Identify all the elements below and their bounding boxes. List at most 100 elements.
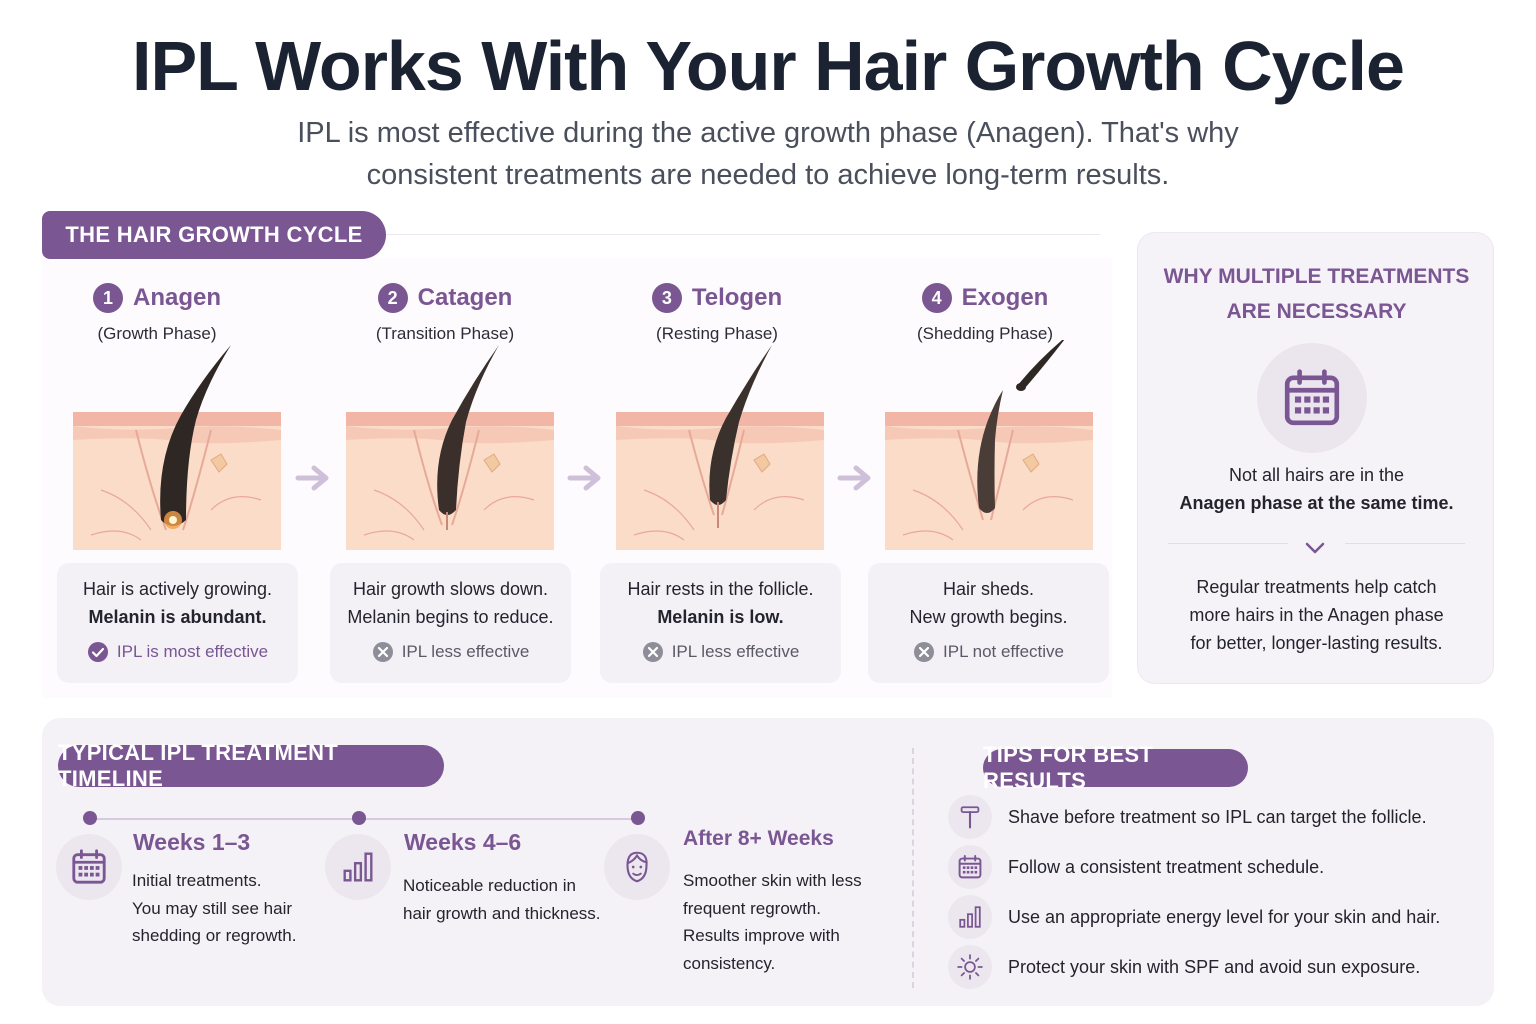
effectiveness-row: IPL not effective: [868, 641, 1109, 663]
timeline-step-text: Initial treatments. You may still see ha…: [132, 867, 296, 950]
effectiveness-label: IPL less effective: [671, 642, 800, 661]
bar-chart-icon: [956, 903, 984, 931]
anagen-follicle-illustration: [61, 345, 291, 555]
timeline-step-text: Smoother skin with less frequent regrowt…: [683, 867, 862, 977]
timeline-text-line: You may still see hair: [132, 898, 293, 918]
why-text-line: Not all hairs are in the: [1228, 465, 1405, 485]
effectiveness-row: IPL less effective: [600, 641, 841, 663]
tip-icon-circle: [948, 795, 992, 839]
stage-name: Anagen: [132, 284, 221, 311]
effectiveness-label: IPL less effective: [401, 642, 530, 661]
timeline-step-icon: [604, 834, 670, 900]
tip-text: Protect your skin with SPF and avoid sun…: [1008, 956, 1421, 977]
why-text-line: more hairs in the Anagen phase: [1189, 605, 1444, 625]
tip-text: Use an appropriate energy level for your…: [1008, 906, 1441, 927]
timeline-text-line: shedding or regrowth.: [132, 926, 297, 945]
stage-number: 4: [921, 283, 952, 313]
why-title-line: WHY MULTIPLE TREATMENTS: [1163, 265, 1470, 288]
effectiveness-label: IPL not effective: [943, 642, 1064, 661]
stage-melanin: New growth begins.: [909, 607, 1068, 627]
calendar-icon: [70, 848, 108, 886]
arrow-right-icon: [567, 465, 601, 491]
page-subtitle: IPL is most effective during the active …: [268, 112, 1268, 196]
why-text-line: Regular treatments help catch: [1196, 577, 1437, 597]
stage-card-telogen: Hair rests in the follicle. Melanin is l…: [600, 563, 841, 683]
why-text-line: Anagen phase at the same time.: [1179, 493, 1454, 513]
razor-icon: [956, 803, 984, 831]
why-title-line: ARE NECESSARY: [1226, 300, 1407, 323]
vertical-divider: [912, 748, 914, 988]
tip-text: Follow a consistent treatment schedule.: [1008, 856, 1325, 877]
stage-telogen-header: 3 Telogen (Resting Phase): [592, 276, 842, 344]
timeline-step-title: After 8+ Weeks: [683, 827, 834, 850]
why-title: WHY MULTIPLE TREATMENTS ARE NECESSARY: [1138, 259, 1495, 329]
timeline-text-line: Results improve with: [683, 926, 840, 945]
tip-icon-circle: [948, 945, 992, 989]
chevron-down-icon: [1305, 542, 1325, 554]
tip-item: Follow a consistent treatment schedule.: [948, 845, 1324, 889]
why-text-secondary: Regular treatments help catch more hairs…: [1138, 573, 1495, 657]
stage-card-catagen: Hair growth slows down. Melanin begins t…: [330, 563, 571, 683]
stage-card-anagen: Hair is actively growing. Melanin is abu…: [57, 563, 298, 683]
page-title: IPL Works With Your Hair Growth Cycle: [132, 27, 1405, 105]
divider: [1168, 543, 1288, 544]
timeline-text-line: consistency.: [683, 953, 776, 973]
calendar-icon: [957, 854, 983, 880]
tip-icon-circle: [948, 845, 992, 889]
timeline-step-icon: [56, 834, 122, 900]
stage-card-exogen: Hair sheds. New growth begins. IPL not e…: [868, 563, 1109, 683]
stage-melanin: Melanin is abundant.: [88, 607, 267, 627]
stage-description: Hair growth slows down.: [352, 579, 549, 599]
section-rule: [380, 234, 1100, 235]
face-icon: [618, 848, 656, 886]
timeline-step-text: Noticeable reduction in hair growth and …: [403, 872, 601, 927]
arrow-right-icon: [295, 465, 329, 491]
sun-icon: [956, 953, 984, 981]
timeline-step-icon: [325, 834, 391, 900]
effectiveness-row: IPL less effective: [330, 641, 571, 663]
tip-item: Protect your skin with SPF and avoid sun…: [948, 945, 1420, 989]
timeline-dot: [352, 811, 366, 825]
stage-melanin: Melanin begins to reduce.: [347, 607, 554, 627]
effectiveness-row: IPL is most effective: [57, 641, 298, 663]
stage-subtitle: (Growth Phase): [97, 324, 217, 343]
timeline-step-title: Weeks 1–3: [133, 829, 251, 855]
timeline-dot: [83, 811, 97, 825]
stage-description: Hair is actively growing.: [82, 579, 273, 599]
stage-subtitle: (Transition Phase): [375, 324, 515, 343]
timeline-dot: [631, 811, 645, 825]
why-multiple-treatments-panel: WHY MULTIPLE TREATMENTS ARE NECESSARY No…: [1137, 232, 1494, 684]
x-circle-icon: [913, 641, 935, 663]
cycle-section-label: THE HAIR GROWTH CYCLE: [42, 211, 386, 259]
stage-subtitle: (Resting Phase): [656, 324, 778, 343]
stage-exogen-header: 4 Exogen (Shedding Phase): [860, 276, 1110, 344]
catagen-follicle-illustration: [334, 345, 564, 555]
exogen-follicle-illustration: [873, 340, 1103, 555]
calendar-icon: [1281, 367, 1343, 429]
arrow-right-icon: [837, 465, 871, 491]
why-text-line: for better, longer-lasting results.: [1190, 633, 1443, 653]
effectiveness-label: IPL is most effective: [116, 642, 269, 661]
subtitle-line: IPL is most effective during the active …: [297, 117, 1239, 149]
stage-number: 2: [377, 283, 408, 313]
timeline-section-label: TYPICAL IPL TREATMENT TIMELINE: [58, 740, 444, 791]
tip-item: Shave before treatment so IPL can target…: [948, 795, 1427, 839]
stage-melanin: Melanin is low.: [657, 607, 784, 627]
x-circle-icon: [642, 641, 664, 663]
telogen-follicle-illustration: [604, 345, 834, 555]
stage-name: Telogen: [691, 284, 783, 311]
stage-name: Catagen: [417, 284, 513, 311]
why-text-primary: Not all hairs are in the Anagen phase at…: [1138, 461, 1495, 517]
stage-description: Hair sheds.: [942, 579, 1035, 599]
bar-chart-icon: [339, 848, 377, 886]
timeline-step-title: Weeks 4–6: [404, 829, 522, 855]
stage-name: Exogen: [961, 284, 1049, 311]
tip-item: Use an appropriate energy level for your…: [948, 895, 1440, 939]
tips-section-label: TIPS FOR BEST RESULTS: [983, 742, 1248, 793]
why-icon-circle: [1257, 343, 1367, 453]
x-circle-icon: [372, 641, 394, 663]
timeline-text-line: frequent regrowth.: [683, 898, 821, 918]
divider: [1345, 543, 1465, 544]
timeline-text-line: Smoother skin with less: [683, 871, 862, 890]
stage-anagen-header: 1 Anagen (Growth Phase): [32, 276, 282, 344]
